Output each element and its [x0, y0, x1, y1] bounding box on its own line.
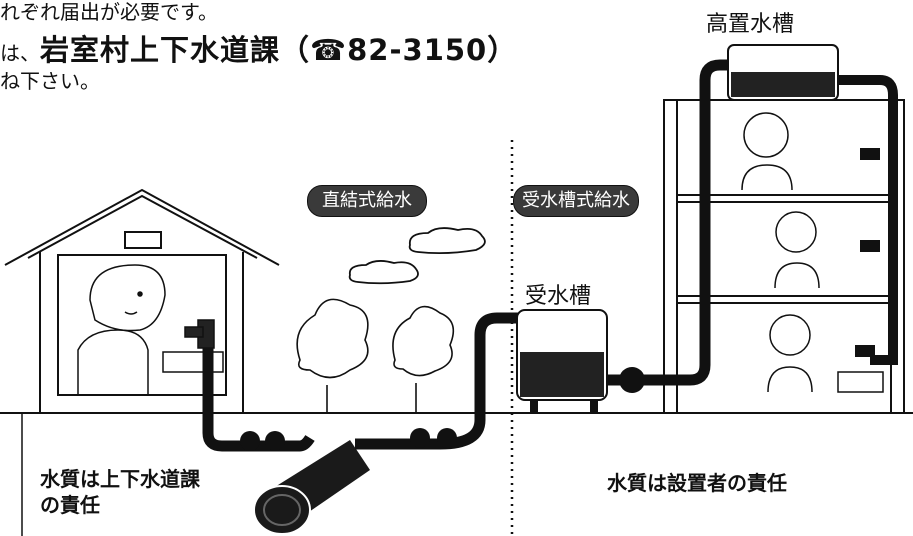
- tank-supply-label: 受水槽式給水: [513, 185, 639, 217]
- intro-line-3: ね下さい。: [0, 69, 100, 93]
- building-faucets: [855, 148, 880, 357]
- contact-department: 岩室村上下水道課（☎82-3150）: [40, 33, 518, 67]
- building-residents: [741, 112, 884, 393]
- intro-line-2: は、岩室村上下水道課（☎82-3150）: [0, 34, 517, 69]
- meter-left: [240, 431, 285, 451]
- main-water-pipe: [253, 440, 370, 535]
- sink: [162, 351, 224, 373]
- intro-line-2-prefix: は、: [0, 41, 40, 65]
- direct-supply-label: 直結式給水: [307, 185, 427, 217]
- receiving-tank-label: 受水槽: [525, 284, 592, 309]
- left-responsibility-line-1: 水質は上下水道課: [40, 467, 200, 491]
- left-responsibility: 水質は上下水道課 の責任: [40, 466, 200, 518]
- pump-pipe: [607, 80, 711, 386]
- trees: [296, 298, 455, 413]
- receiving-tank: [516, 309, 608, 412]
- meter-right: [410, 428, 457, 448]
- intro-line-1: れぞれ届出が必要です。: [0, 0, 218, 24]
- direct-supply-pipe: [202, 348, 315, 452]
- house-faucet: [184, 319, 215, 349]
- riser-pipe-right: [838, 75, 898, 365]
- girl-figure: [77, 264, 166, 396]
- riser-pipe-left: [699, 59, 728, 81]
- right-responsibility: 水質は設置者の責任: [607, 471, 787, 495]
- elevated-tank-label: 高置水槽: [706, 12, 795, 37]
- elevated-tank: [727, 44, 839, 101]
- left-responsibility-line-2: の責任: [40, 493, 100, 517]
- house: [4, 188, 280, 413]
- clouds: [348, 227, 486, 285]
